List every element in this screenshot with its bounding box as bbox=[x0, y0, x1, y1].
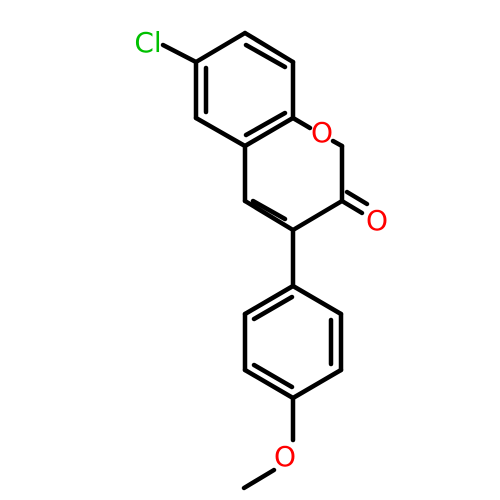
chlorine-label: Cl bbox=[134, 26, 161, 59]
bond-c2-o-carbonyl bbox=[339, 198, 365, 216]
bond-cl-c6 bbox=[160, 42, 199, 65]
bond-c6-c7 bbox=[193, 30, 248, 65]
bond-c8a-c4a-inner bbox=[243, 110, 288, 138]
ring-oxygen-label: O bbox=[311, 116, 333, 149]
bond-c2-o-carbonyl-double bbox=[344, 189, 370, 207]
bond-c8a-c4a bbox=[242, 115, 296, 149]
bond-c6p-c1p bbox=[242, 283, 296, 317]
bond-o-ch3 bbox=[241, 467, 277, 491]
bond-c6p-c1p-inner bbox=[251, 294, 295, 322]
bonds bbox=[160, 30, 370, 491]
bond-c7-c8-inner bbox=[243, 42, 288, 70]
bond-c4-c4a bbox=[242, 198, 296, 233]
bond-c4p-c5p-inner bbox=[251, 362, 295, 390]
bond-c8a-o1 bbox=[290, 115, 313, 131]
bond-c4a-c5 bbox=[193, 115, 248, 149]
bond-c4p-c5p bbox=[242, 367, 296, 401]
bond-c3p-c4p bbox=[290, 367, 344, 401]
atom-labels: Cl O O O bbox=[134, 26, 388, 473]
bond-c3-c4 bbox=[290, 198, 345, 233]
bond-c1p-c2p bbox=[290, 283, 344, 317]
carbonyl-oxygen-label: O bbox=[366, 204, 388, 237]
bond-c4-c4a-inner bbox=[250, 198, 288, 222]
bond-c7-c8 bbox=[242, 30, 296, 65]
methoxy-oxygen-label: O bbox=[274, 440, 296, 473]
